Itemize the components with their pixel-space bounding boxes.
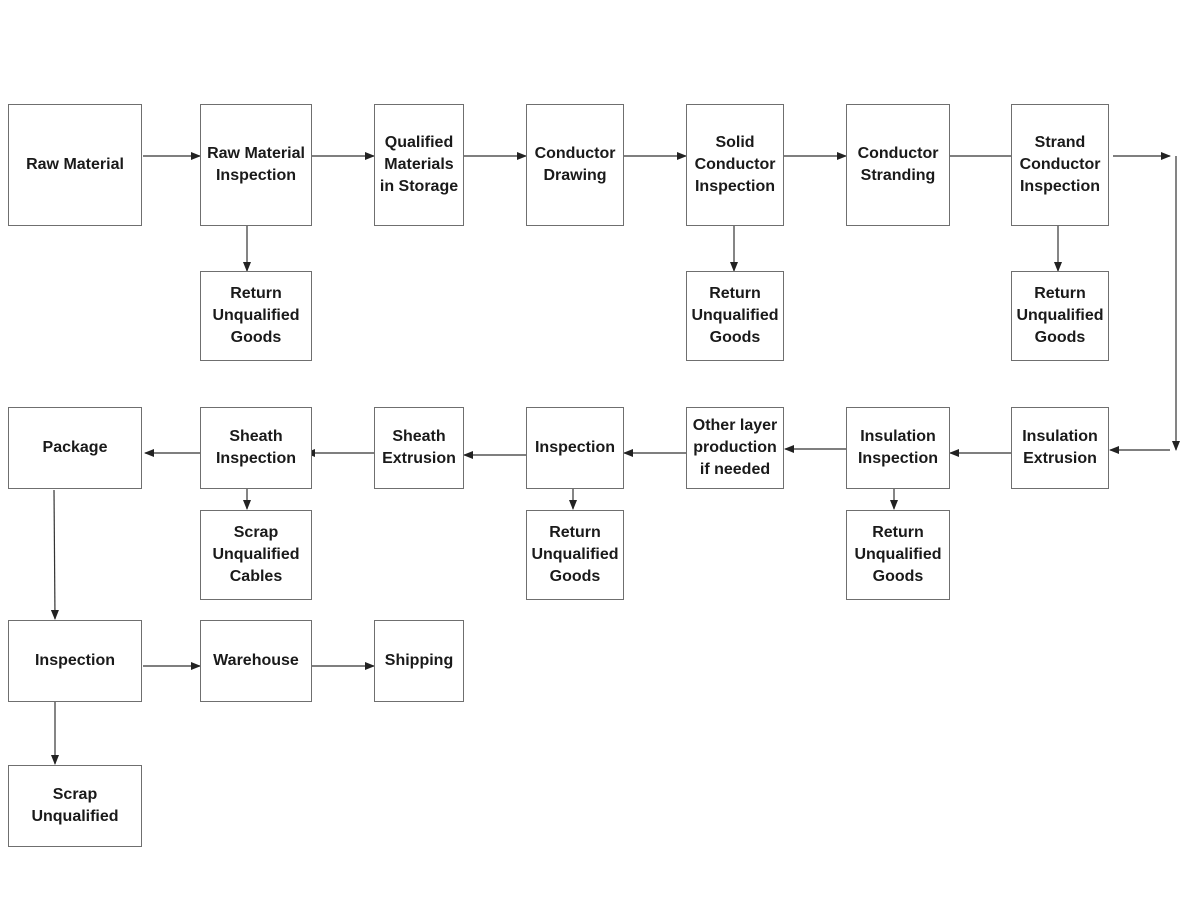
qualified-materials-storage-label: Qualified Materials in Storage bbox=[379, 134, 459, 195]
shipping-node: Shipping bbox=[374, 620, 464, 702]
scrap-unqualified-cables-label: Scrap Unqualified Cables bbox=[212, 524, 300, 585]
inspection-mid-label: Inspection bbox=[534, 439, 615, 456]
scrap-unqualified-cables-node: Scrap Unqualified Cables bbox=[200, 510, 312, 600]
qualified-materials-storage-node: Qualified Materials in Storage bbox=[374, 104, 464, 226]
return-unqualified-goods-label-1: Return Unqualified Goods bbox=[212, 285, 300, 346]
scrap-unqualified-label: Scrap Unqualified bbox=[31, 786, 119, 825]
return-unqualified-goods-node-3: Return Unqualified Goods bbox=[1011, 271, 1109, 361]
package-label: Package bbox=[42, 439, 108, 456]
other-layer-production-label: Other layer production if needed bbox=[692, 417, 778, 478]
sheath-inspection-label: Sheath Inspection bbox=[215, 428, 296, 467]
warehouse-node: Warehouse bbox=[200, 620, 312, 702]
return-unqualified-goods-label-3: Return Unqualified Goods bbox=[1016, 285, 1104, 346]
shipping-label: Shipping bbox=[384, 652, 454, 669]
insulation-extrusion-label: Insulation Extrusion bbox=[1022, 428, 1098, 467]
solid-conductor-inspection-label: Solid Conductor Inspection bbox=[694, 134, 776, 195]
return-unqualified-goods-node-1: Return Unqualified Goods bbox=[200, 271, 312, 361]
raw-material-label: Raw Material bbox=[26, 156, 124, 173]
sheath-extrusion-node: Sheath Extrusion bbox=[374, 407, 464, 489]
conductor-drawing-node: Conductor Drawing bbox=[526, 104, 624, 226]
strand-conductor-inspection-label: Strand Conductor Inspection bbox=[1019, 134, 1101, 195]
edge-package-to-final-inspection bbox=[50, 489, 59, 620]
warehouse-label: Warehouse bbox=[213, 652, 299, 669]
final-inspection-node: Inspection bbox=[8, 620, 142, 702]
return-unqualified-goods-label-5: Return Unqualified Goods bbox=[854, 524, 942, 585]
sheath-inspection-node: Sheath Inspection bbox=[200, 407, 312, 489]
scrap-unqualified-node: Scrap Unqualified bbox=[8, 765, 142, 847]
conductor-stranding-node: Conductor Stranding bbox=[846, 104, 950, 226]
conductor-drawing-label: Conductor Drawing bbox=[534, 145, 616, 184]
return-unqualified-goods-node-2: Return Unqualified Goods bbox=[686, 271, 784, 361]
package-node: Package bbox=[8, 407, 142, 489]
raw-material-inspection-label: Raw Material Inspection bbox=[207, 145, 305, 184]
insulation-inspection-node: Insulation Inspection bbox=[846, 407, 950, 489]
sheath-extrusion-label: Sheath Extrusion bbox=[382, 428, 456, 467]
insulation-extrusion-node: Insulation Extrusion bbox=[1011, 407, 1109, 489]
conductor-stranding-label: Conductor Stranding bbox=[857, 145, 939, 184]
return-unqualified-goods-label-4: Return Unqualified Goods bbox=[531, 524, 619, 585]
insulation-inspection-label: Insulation Inspection bbox=[857, 428, 938, 467]
other-layer-production-node: Other layer production if needed bbox=[686, 407, 784, 489]
return-unqualified-goods-label-2: Return Unqualified Goods bbox=[691, 285, 779, 346]
strand-conductor-inspection-node: Strand Conductor Inspection bbox=[1011, 104, 1109, 226]
return-unqualified-goods-node-5: Return Unqualified Goods bbox=[846, 510, 950, 600]
inspection-mid-node: Inspection bbox=[526, 407, 624, 489]
raw-material-node: Raw Material bbox=[8, 104, 142, 226]
raw-material-inspection-node: Raw Material Inspection bbox=[200, 104, 312, 226]
final-inspection-label: Inspection bbox=[34, 652, 115, 669]
return-unqualified-goods-node-4: Return Unqualified Goods bbox=[526, 510, 624, 600]
solid-conductor-inspection-node: Solid Conductor Inspection bbox=[686, 104, 784, 226]
